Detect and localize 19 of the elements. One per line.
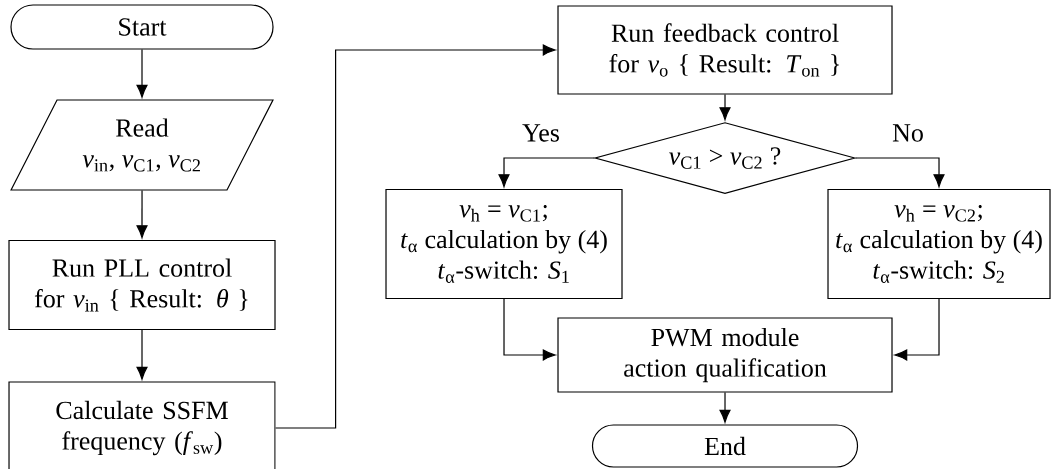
process-box: v$_{h}$ = v$_{C2}$; t$_{α}$ calculation by (4) t$_{α}$-switch: S$_{2}$	[827, 188, 1051, 300]
arrow	[894, 298, 940, 361]
arrow	[136, 49, 148, 98]
input-parallelogram: Read v$_{in}$, v$_{C1}$, v$_{C2}$	[10, 99, 274, 191]
arrow	[719, 94, 731, 121]
process-box: PWM module action qualification	[557, 317, 893, 393]
process-box: Run feedback control for v$_{o}$ { Result: T$_{on}$ }	[557, 5, 893, 95]
process-box: v$_{h}$ = v$_{C1}$; t$_{α}$ calculation by (4) t$_{α}$-switch: S$_{1}$	[385, 188, 623, 300]
edge-label: Yes	[520, 123, 562, 143]
process-box: Run PLL control for v$_{in}$ { Result: θ }	[8, 239, 276, 331]
arrow	[136, 190, 148, 239]
arrow	[503, 298, 556, 361]
arrow	[855, 157, 945, 188]
edge-label: No	[890, 123, 926, 143]
process-box: Calculate SSFM frequency (f$_{sw}$)	[8, 381, 276, 469]
arrow	[275, 44, 556, 429]
arrow	[136, 329, 148, 380]
arrow	[719, 392, 731, 423]
arrow	[498, 157, 595, 188]
